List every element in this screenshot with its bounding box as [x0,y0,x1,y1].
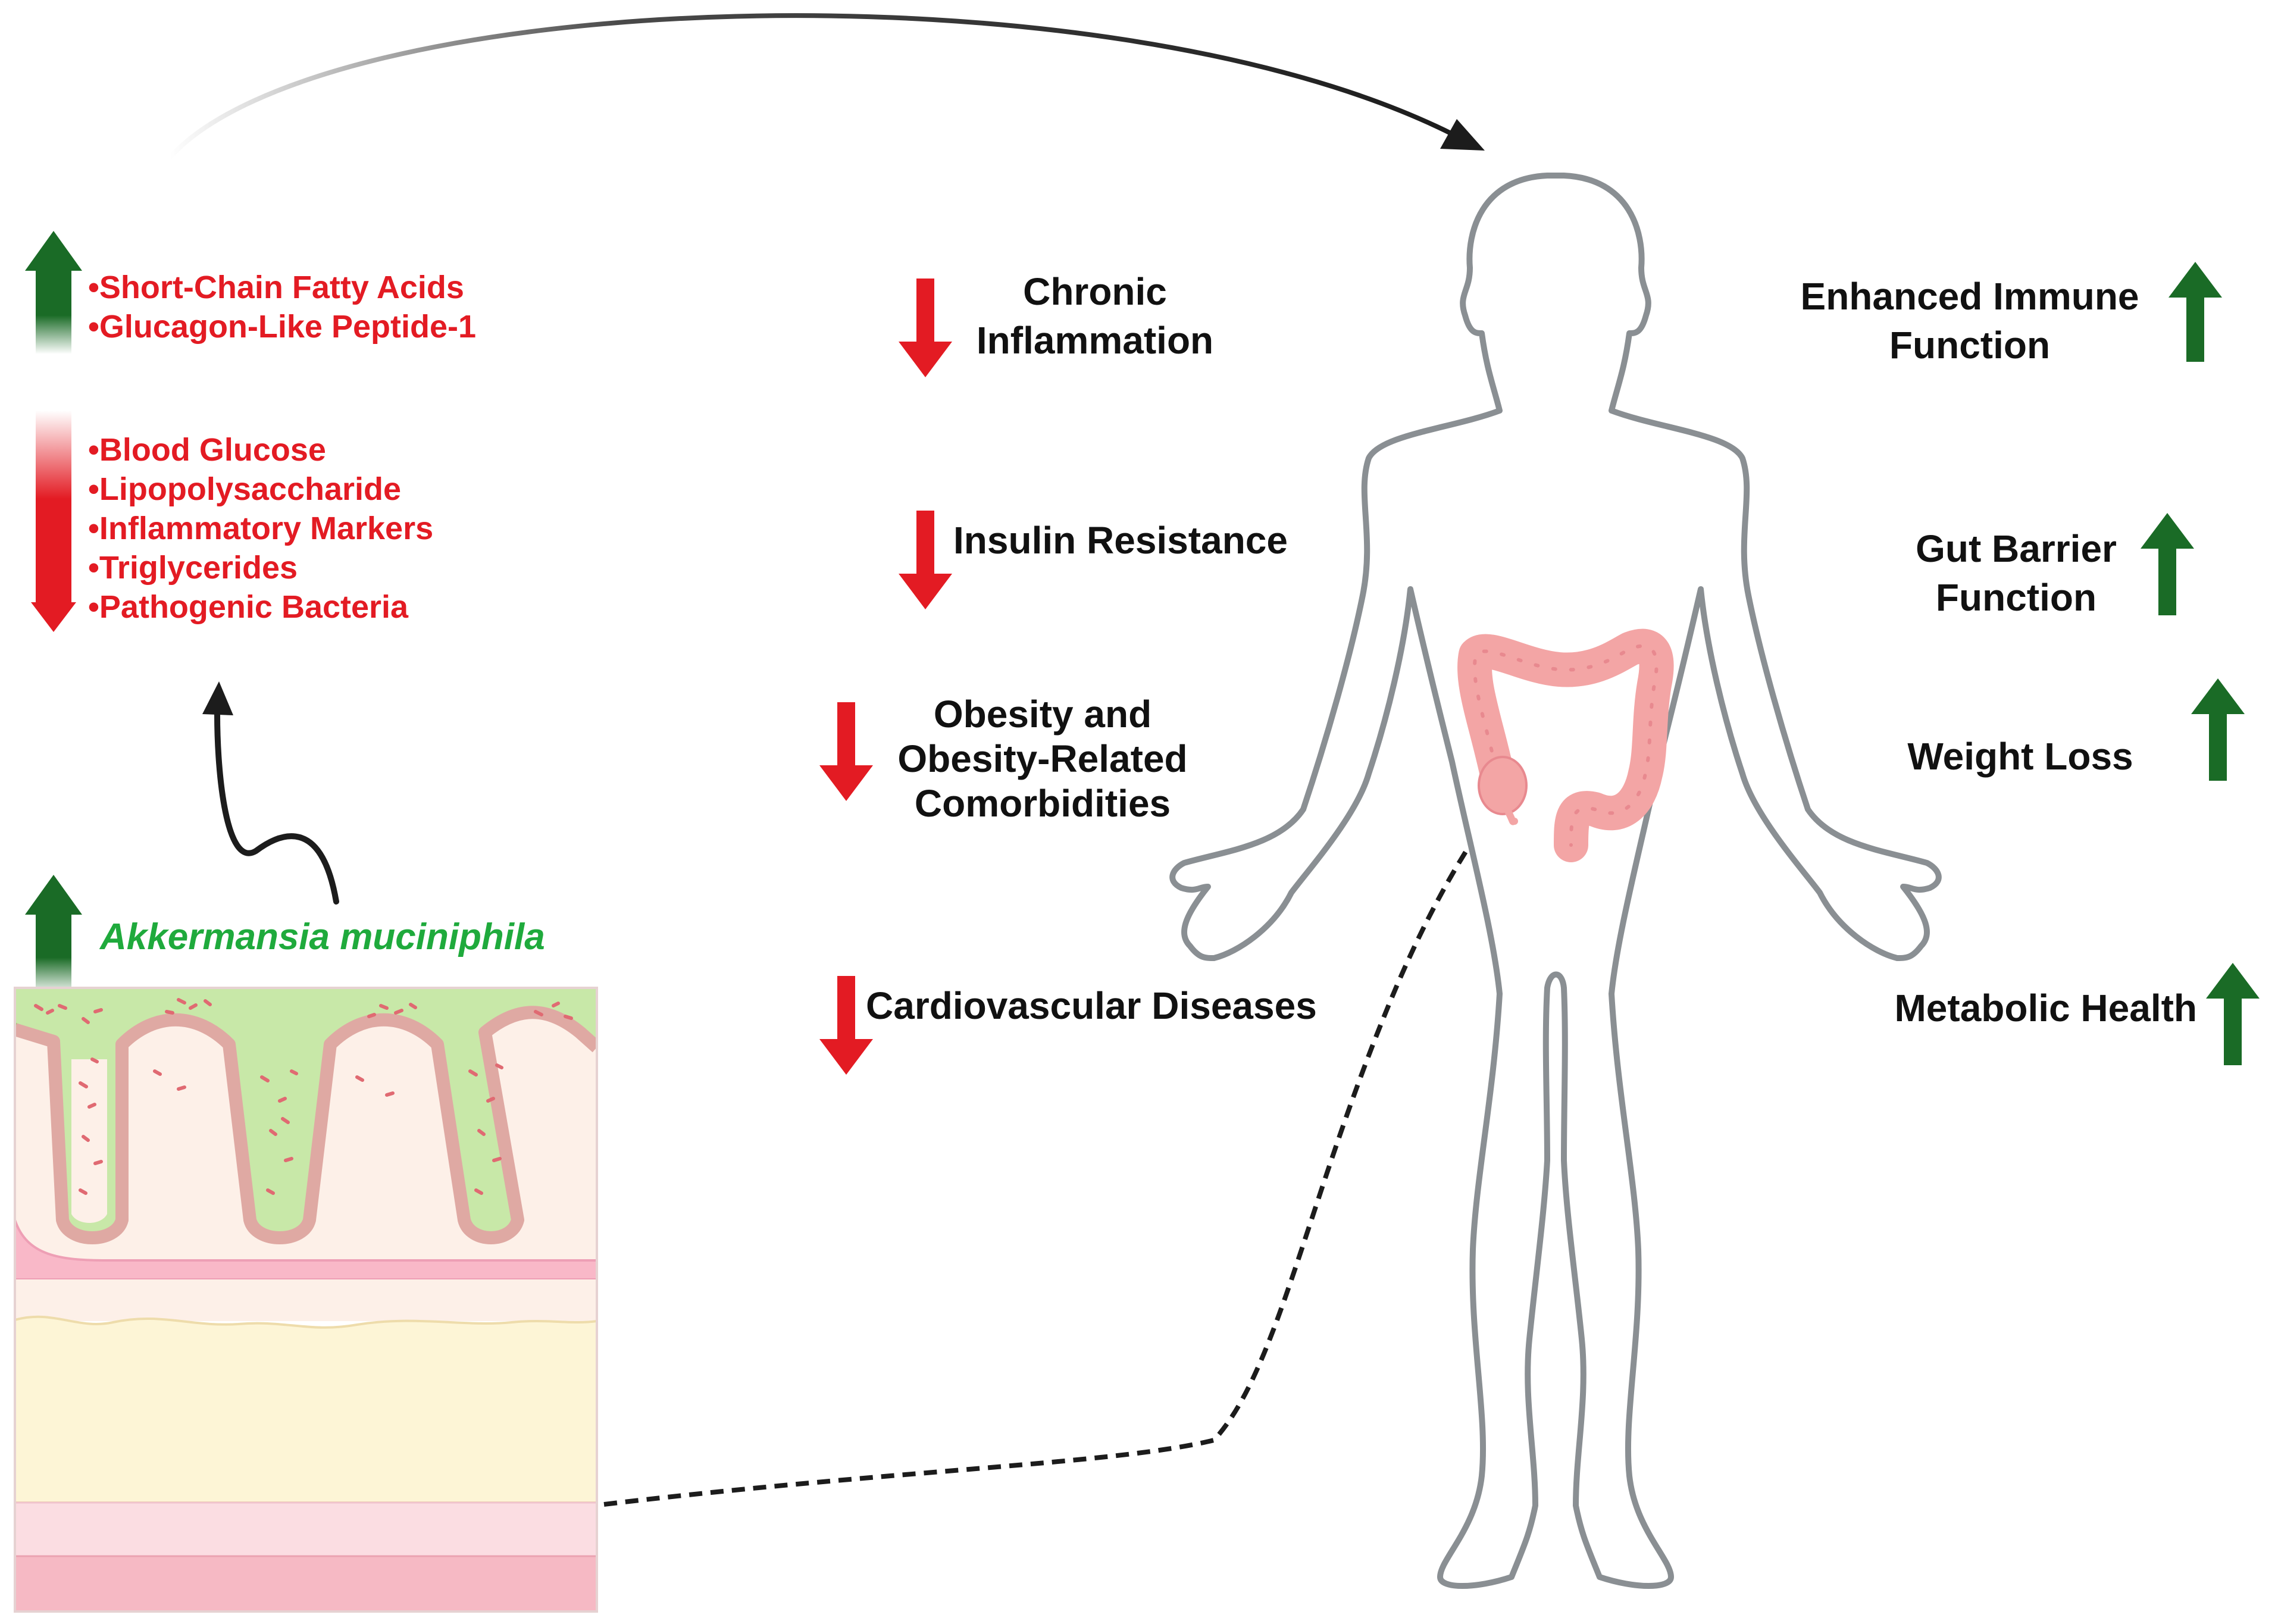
marker-item: •Short-Chain Fatty Acids [88,270,464,305]
effect-label: Obesity and [934,693,1151,736]
up-arrow-shaft [2209,712,2227,781]
gut-to-body-arrow [168,13,1485,159]
effect-label: Chronic [1023,270,1167,313]
effect-label: Metabolic Health [1894,987,2197,1030]
decreased-markers-list: •Blood Glucose •Lipopolysaccharide •Infl… [88,432,433,625]
marker-item: •Pathogenic Bacteria [88,589,409,625]
effect-label: Weight Loss [1907,735,2133,778]
human-body-outline [1169,173,1942,1589]
increase-markers-arrow [25,231,82,354]
decrease-effect-1: Chronic Inflammation [899,270,1213,377]
colon [1457,628,1674,862]
effect-label: Obesity-Related [897,737,1187,780]
increase-effect-3: Weight Loss [1907,678,2245,781]
decrease-effect-2: Insulin Resistance [899,511,1288,609]
marker-item: •Glucagon-Like Peptide-1 [88,309,476,345]
up-arrow-head [2206,963,2260,999]
down-arrow-head [899,574,952,609]
decrease-markers-arrow [31,411,76,632]
down-arrow-shaft [837,976,855,1041]
effect-label: Function [1889,324,2050,367]
marker-item: •Blood Glucose [88,432,326,468]
down-arrow-head [819,1039,873,1075]
increased-markers-list: •Short-Chain Fatty Acids •Glucagon-Like … [88,270,476,345]
down-arrow-head [819,765,873,801]
increase-effect-2: Gut Barrier Function [1916,513,2194,619]
effect-label: Enhanced Immune [1801,275,2139,318]
increase-effect-1: Enhanced Immune Function [1801,262,2222,367]
up-arrow-shaft [2224,996,2242,1065]
akkermansia-label: Akkermansia muciniphila [99,916,545,957]
gut-tissue-cross-section [15,988,597,1612]
down-arrow-shaft [916,279,934,344]
down-arrow-shaft [837,702,855,768]
marker-item: •Triglycerides [88,550,298,586]
bacteria-to-markers-arrow [202,681,339,905]
effect-label: Insulin Resistance [953,519,1288,562]
up-arrow-shaft [2186,295,2204,362]
tissue-to-colon-arrow [603,711,1580,1507]
effect-label: Inflammation [977,319,1213,362]
effect-label: Function [1936,576,2096,619]
up-arrow-head [2191,678,2245,714]
up-arrow-shaft [2158,546,2176,615]
marker-item: •Lipopolysaccharide [88,471,401,507]
gut-tissue-border [14,987,598,1613]
down-arrow-shaft [916,511,934,576]
up-arrow-head [2141,513,2194,549]
akkermansia-increase-arrow [25,875,82,995]
decrease-effect-4: Cardiovascular Diseases [819,976,1317,1075]
increase-effect-4: Metabolic Health [1894,963,2260,1065]
decrease-effect-3: Obesity and Obesity-Related Comorbiditie… [819,693,1188,825]
effect-label: Cardiovascular Diseases [866,984,1317,1027]
effect-label: Gut Barrier [1916,527,2117,570]
down-arrow-head [899,342,952,377]
effect-label: Comorbidities [915,782,1171,825]
marker-item: •Inflammatory Markers [88,511,433,546]
up-arrow-head [2169,262,2222,298]
